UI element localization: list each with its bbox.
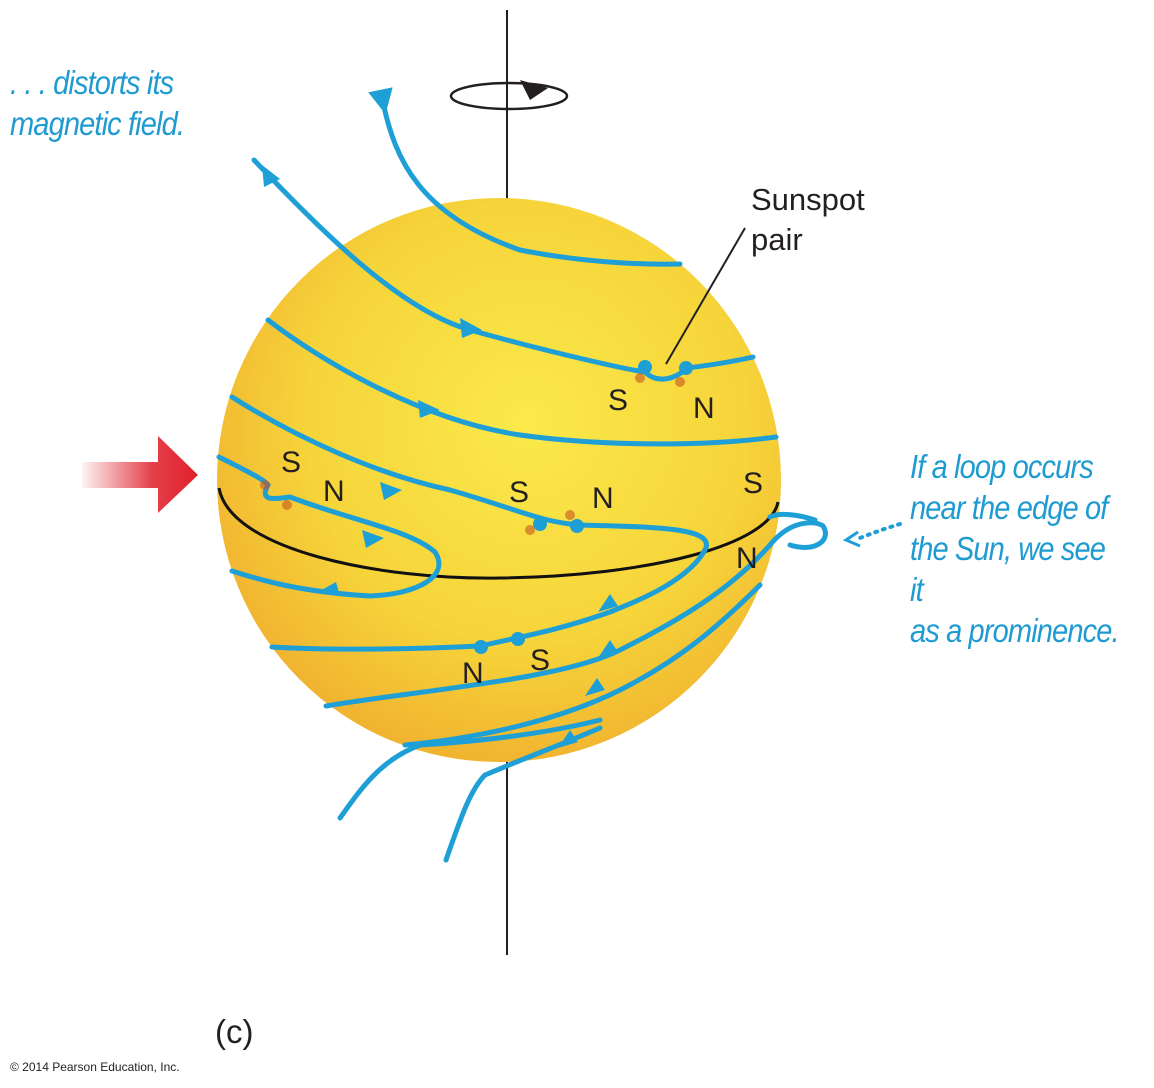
caption-line: the Sun, we see it — [910, 530, 1106, 608]
sunspot-dot — [474, 640, 488, 654]
sunspot-dot — [533, 517, 547, 531]
incoming-arrow-icon — [82, 436, 198, 513]
arrowhead-icon — [262, 165, 280, 187]
field-line — [251, 157, 756, 382]
field-line — [323, 520, 828, 709]
sunspot — [260, 480, 270, 490]
sunspot-dot — [679, 361, 693, 375]
field-line — [368, 87, 683, 267]
caption-line: magnetic field. — [10, 105, 185, 142]
sunspot — [525, 525, 535, 535]
sunspot — [282, 500, 292, 510]
copyright: © 2014 Pearson Education, Inc. — [10, 1060, 180, 1074]
field-line — [265, 317, 779, 447]
pole-label-s: S — [608, 384, 629, 417]
field-line — [767, 511, 818, 523]
arrowhead-icon — [380, 482, 402, 500]
pole-label-n: N — [323, 475, 345, 508]
arrowhead-icon — [318, 582, 340, 596]
arrowhead-icon — [598, 640, 618, 658]
field-line — [229, 394, 709, 652]
field-line — [402, 582, 763, 748]
sunspot-dot — [638, 360, 652, 374]
caption-top-left: . . . distorts its magnetic field. — [10, 62, 185, 144]
sunspot — [565, 510, 575, 520]
pole-label-n: N — [693, 392, 715, 425]
arrowhead-icon — [362, 530, 384, 548]
equator — [217, 487, 780, 580]
sunspot-dot — [511, 632, 525, 646]
arrowhead-icon — [558, 730, 578, 748]
pole-label-n: N — [736, 542, 758, 575]
caption-line: as a prominence. — [910, 612, 1120, 649]
pole-label-s: S — [530, 644, 551, 677]
sun — [217, 198, 781, 762]
label-line: Sunspot — [751, 182, 865, 217]
arrowhead-icon — [460, 318, 482, 338]
magnetic-field-lines — [216, 87, 828, 863]
pole-label-n: N — [592, 482, 614, 515]
caption-line: . . . distorts its — [10, 64, 174, 101]
pole-label-s: S — [743, 467, 764, 500]
caption-line: near the edge of — [910, 489, 1108, 526]
pole-label-n: N — [462, 657, 484, 690]
sunspots — [260, 373, 685, 535]
caption-prominence: If a loop occurs near the edge of the Su… — [910, 446, 1125, 651]
sunspot — [675, 377, 685, 387]
panel-label: (c) — [215, 1013, 254, 1050]
arrowhead-icon — [598, 594, 618, 612]
sunspot-pointer — [665, 227, 746, 365]
prominence-pointer-head-icon — [842, 530, 861, 548]
arrowhead-icon — [418, 400, 440, 418]
sunspot-pair-label: Sunspot pair — [751, 180, 865, 260]
sunspot-dot — [570, 519, 584, 533]
pole-label-s: S — [281, 446, 302, 479]
caption-line: If a loop occurs — [910, 448, 1094, 485]
arrowhead-icon — [585, 678, 605, 696]
sunspot — [635, 373, 645, 383]
sunspot-dots — [474, 360, 693, 654]
rotation-arrow-icon — [449, 81, 569, 111]
prominence-pointer-icon — [853, 522, 902, 542]
rotation-arrowhead-icon — [520, 80, 548, 100]
field-line — [337, 717, 603, 821]
field-direction-arrows — [262, 165, 618, 748]
pole-label-s: S — [509, 476, 530, 509]
label-line: pair — [751, 222, 803, 257]
